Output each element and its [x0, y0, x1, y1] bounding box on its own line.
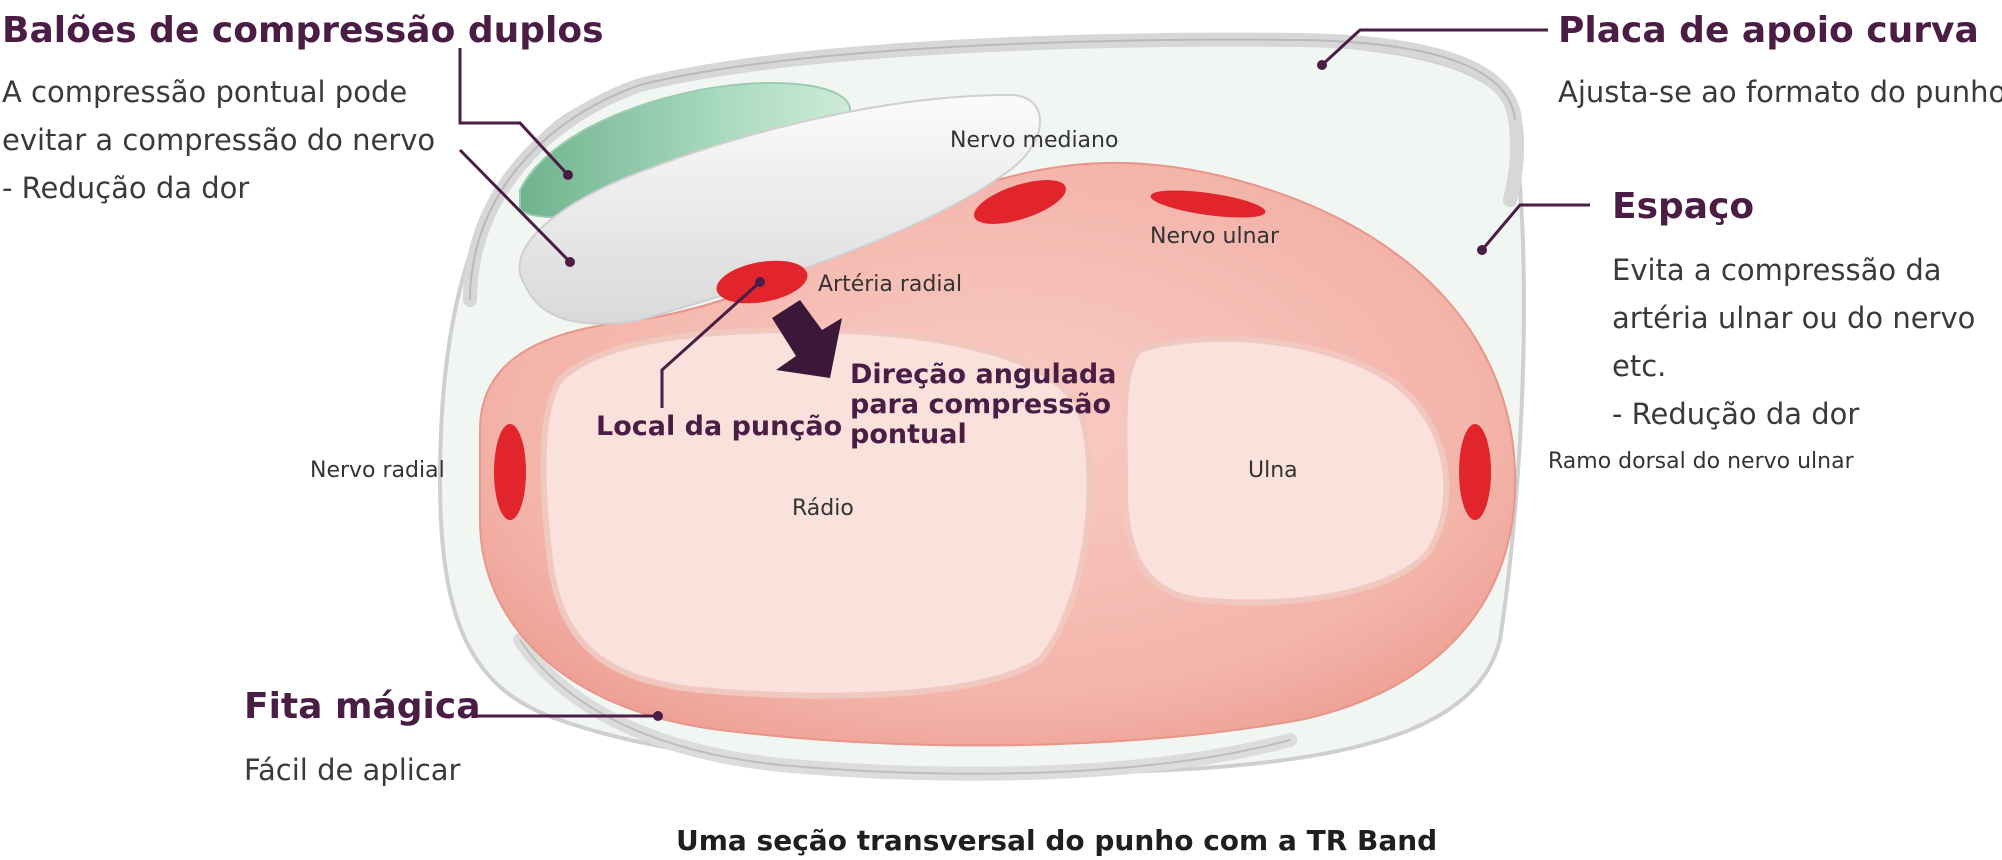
- balloons-desc-line-1: A compressão pontual pode: [2, 75, 408, 109]
- magic-tape-edge: [519, 639, 1291, 775]
- radial-nerve-vessel: [494, 424, 526, 520]
- support-plate-edge: [469, 38, 1516, 301]
- space-desc-line-3: etc.: [1612, 349, 1667, 383]
- tape-title: Fita mágica: [244, 686, 481, 727]
- puncture-leader: [660, 280, 762, 408]
- balloons-desc-line-3: - Redução da dor: [2, 171, 250, 205]
- ulnar-dorsal-branch-label: Ramo dorsal do nervo ulnar: [1548, 449, 1854, 474]
- puncture-site-label: Local da punção: [596, 411, 843, 442]
- balloons-title: Balões de compressão duplos: [2, 10, 604, 51]
- balloons-leader-2: [458, 148, 572, 264]
- direction-label-line-1: Direção angulada: [850, 359, 1117, 390]
- ulna-bone: [1121, 335, 1450, 606]
- space-title: Espaço: [1612, 186, 1755, 227]
- figure-caption: Uma seção transversal do punho com a TR …: [676, 824, 1438, 857]
- leader-lines: [458, 28, 1590, 718]
- radial-artery-label: Artéria radial: [818, 272, 963, 297]
- plate-desc-line-1: Ajusta-se ao formato do punho: [1558, 75, 2002, 109]
- median-nerve-vessel: [974, 180, 1066, 224]
- space-desc-line-4: - Redução da dor: [1612, 397, 1860, 431]
- plate-title: Placa de apoio curva: [1558, 10, 1979, 51]
- compression-direction-arrow: [772, 300, 842, 378]
- ulnar-dorsal-branch-vessel: [1459, 424, 1491, 520]
- balloons-desc-line-2: evitar a compressão do nervo: [2, 123, 436, 157]
- space-leader: [1480, 203, 1590, 251]
- ulnar-nerve-vessel: [1150, 190, 1266, 218]
- white-compression-balloon: [518, 93, 1041, 325]
- direction-label-line-2: para compressão: [850, 389, 1112, 420]
- ulna-label: Ulna: [1248, 458, 1298, 483]
- tape-desc-line-1: Fácil de aplicar: [244, 753, 461, 787]
- leader-dots: [563, 60, 1487, 721]
- space-desc-line-1: Evita a compressão da: [1612, 253, 1942, 287]
- median-nerve-label: Nervo mediano: [950, 128, 1119, 153]
- direction-label-line-3: pontual: [850, 419, 967, 450]
- radius-label: Rádio: [792, 496, 854, 521]
- radial-nerve-label: Nervo radial: [310, 458, 445, 483]
- space-desc-line-2: artéria ulnar ou do nervo: [1612, 301, 1976, 335]
- plate-leader: [1320, 28, 1548, 67]
- balloons-leader: [458, 48, 570, 177]
- ulnar-nerve-label: Nervo ulnar: [1150, 224, 1280, 249]
